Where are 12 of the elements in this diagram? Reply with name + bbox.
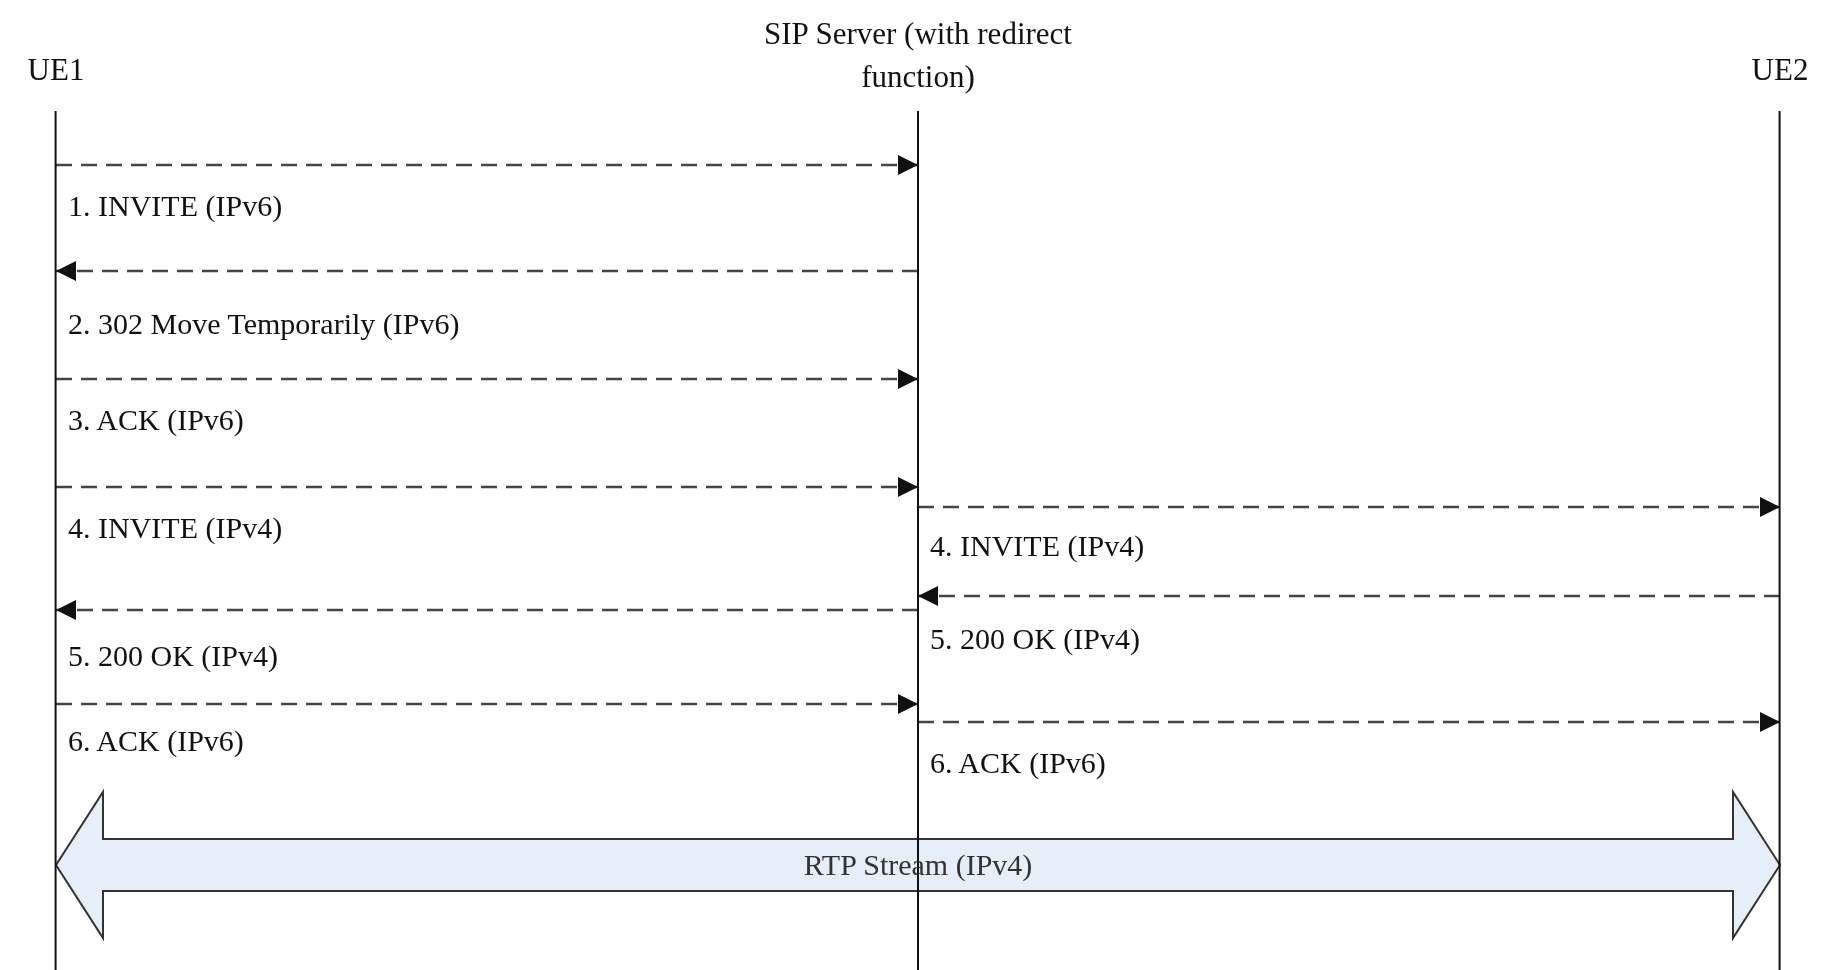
message-label: 2. 302 Move Temporarily (IPv6)	[68, 306, 460, 342]
message-label: 4. INVITE (IPv4)	[68, 510, 283, 546]
participant-label: UE2	[1751, 51, 1809, 89]
message-label: 3. ACK (IPv6)	[68, 402, 244, 438]
participant-label: SIP Server (with redirect function)	[763, 15, 1073, 97]
message-label: 5. 200 OK (IPv4)	[68, 638, 278, 674]
participant-label: UE1	[27, 51, 85, 89]
message-label: 1. INVITE (IPv6)	[68, 188, 283, 224]
message-label: 6. ACK (IPv6)	[930, 745, 1106, 781]
message-label: 4. INVITE (IPv4)	[930, 528, 1145, 564]
message-label: 6. ACK (IPv6)	[68, 723, 244, 759]
message-label: 5. 200 OK (IPv4)	[930, 621, 1140, 657]
